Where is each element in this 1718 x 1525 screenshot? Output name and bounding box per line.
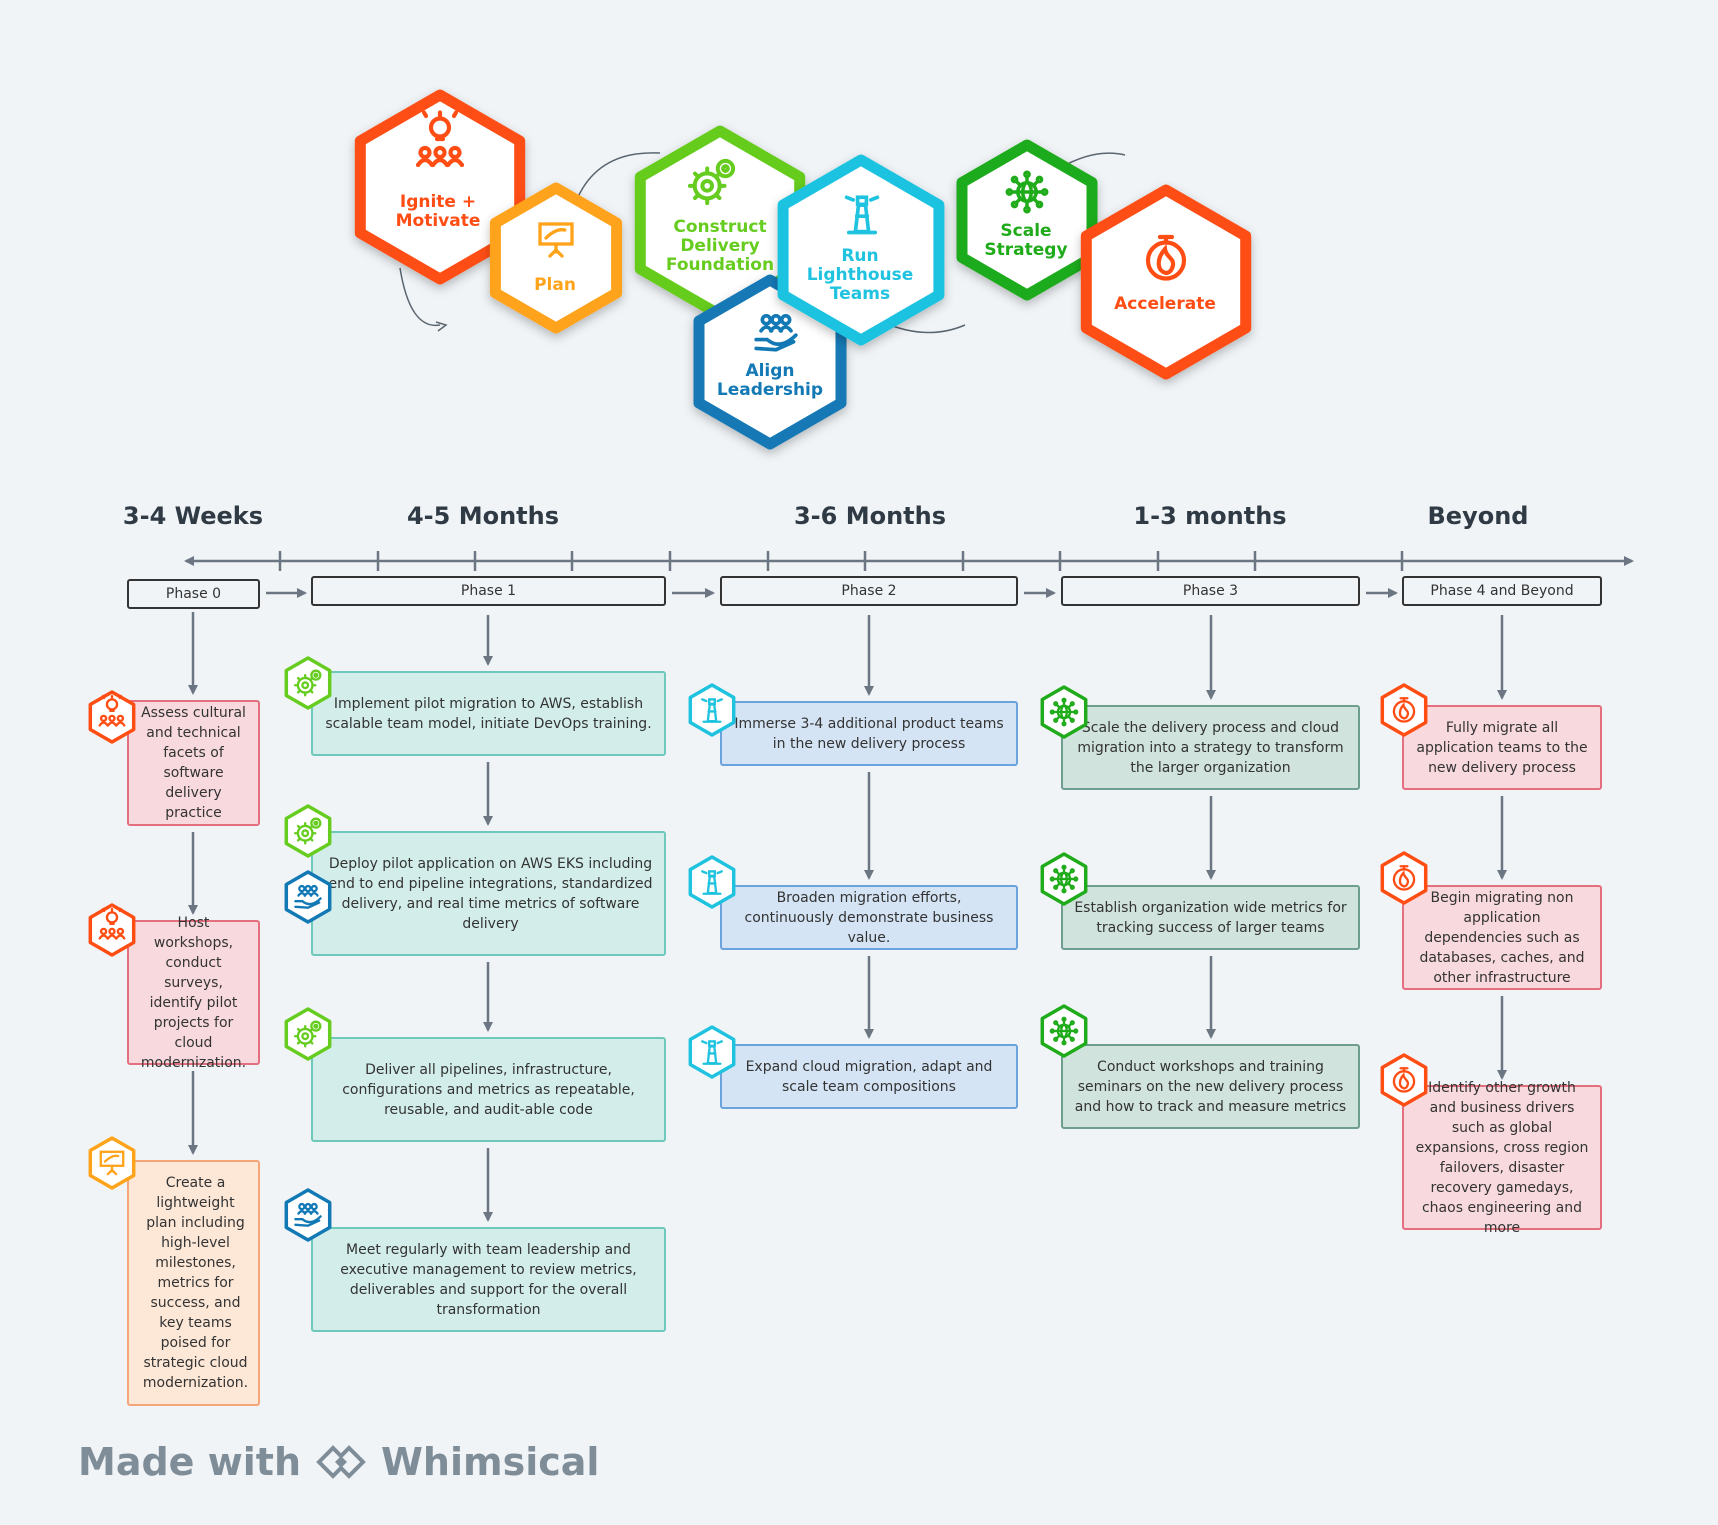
task-card: Assess cultural and technical facets of … (127, 700, 260, 826)
badge-gears-icon (284, 804, 332, 858)
hexagon-ignite (354, 89, 526, 285)
hex-label-ignite: Ignite + Motivate (395, 192, 481, 231)
lighthouse-icon (844, 195, 880, 235)
hexagon-plan (489, 182, 623, 334)
task-card: Deliver all pipelines, infrastructure, c… (311, 1037, 666, 1142)
task-card: Expand cloud migration, adapt and scale … (720, 1044, 1018, 1109)
badge-strategy-board-icon (88, 1136, 136, 1190)
period-header: 3-6 Months (793, 502, 946, 530)
hexagon-run (777, 154, 945, 346)
task-card: Implement pilot migration to AWS, establ… (311, 671, 666, 756)
task-card: Scale the delivery process and cloud mig… (1061, 705, 1360, 790)
badge-fire-stopwatch-icon (1380, 683, 1428, 737)
task-card: Begin migrating non application dependen… (1402, 885, 1602, 990)
badge-lighthouse-icon (688, 683, 736, 737)
badge-lighthouse-icon (688, 855, 736, 909)
whimsical-logo-icon (316, 1445, 366, 1479)
badge-gears-icon (284, 1007, 332, 1061)
lightbulb-team-icon (415, 110, 465, 168)
period-header: 4-5 Months (406, 502, 559, 530)
phase-4-bar: Phase 4 and Beyond (1402, 576, 1602, 606)
hex-label-plan: Plan (534, 275, 576, 295)
badge-network-globe-icon (1040, 1004, 1088, 1058)
badge-lighthouse-icon (688, 1025, 736, 1079)
hex-label-accelerate: Accelerate (1114, 294, 1216, 314)
badge-fire-stopwatch-icon (1380, 851, 1428, 905)
hexagon-accelerate (1080, 184, 1252, 380)
fire-stopwatch-icon (1145, 234, 1187, 281)
badge-people-hand-icon (284, 870, 332, 924)
hex-label-scale: Scale Strategy (984, 221, 1068, 260)
period-header: Beyond (1427, 502, 1529, 530)
badge-network-globe-icon (1040, 852, 1088, 906)
phase-1-bar: Phase 1 (311, 576, 666, 606)
badge-network-globe-icon (1040, 685, 1088, 739)
task-card: Meet regularly with team leadership and … (311, 1227, 666, 1332)
phase-2-bar: Phase 2 (720, 576, 1018, 606)
hexagon-scale (956, 139, 1098, 301)
hexagon-align (693, 274, 847, 450)
task-card: Broaden migration efforts, continuously … (720, 885, 1018, 950)
network-globe-icon (1005, 170, 1049, 214)
brand-name: Whimsical (381, 1440, 600, 1484)
task-card: Create a lightweight plan including high… (127, 1160, 260, 1406)
task-card: Establish organization wide metrics for … (1061, 885, 1360, 950)
badge-lightbulb-team-icon (88, 690, 136, 744)
phase-3-bar: Phase 3 (1061, 576, 1360, 606)
task-card: Identify other growth and business drive… (1402, 1080, 1602, 1236)
badge-people-hand-icon (284, 1188, 332, 1242)
badge-lightbulb-team-icon (88, 903, 136, 957)
period-header: 3-4 Weeks (122, 502, 264, 530)
hex-label-construct: Construct Delivery Foundation (665, 217, 775, 275)
task-card: Fully migrate all application teams to t… (1402, 705, 1602, 790)
period-header: 1-3 months (1133, 502, 1287, 530)
made-with-label: Made with (78, 1440, 302, 1484)
badge-gears-icon (284, 656, 332, 710)
hex-label-run: Run Lighthouse Teams (806, 246, 914, 304)
gears-icon (687, 158, 736, 206)
people-hand-icon (754, 314, 798, 352)
strategy-board-icon (538, 222, 574, 258)
task-card: Conduct workshops and training seminars … (1061, 1044, 1360, 1129)
task-card: Immerse 3-4 additional product teams in … (720, 701, 1018, 766)
badge-fire-stopwatch-icon (1380, 1053, 1428, 1107)
footer: Made with Whimsical (78, 1440, 599, 1484)
phase-0-bar: Phase 0 (127, 579, 260, 609)
task-card: Host workshops, conduct surveys, identif… (127, 915, 260, 1071)
hex-label-align: Align Leadership (716, 361, 824, 400)
